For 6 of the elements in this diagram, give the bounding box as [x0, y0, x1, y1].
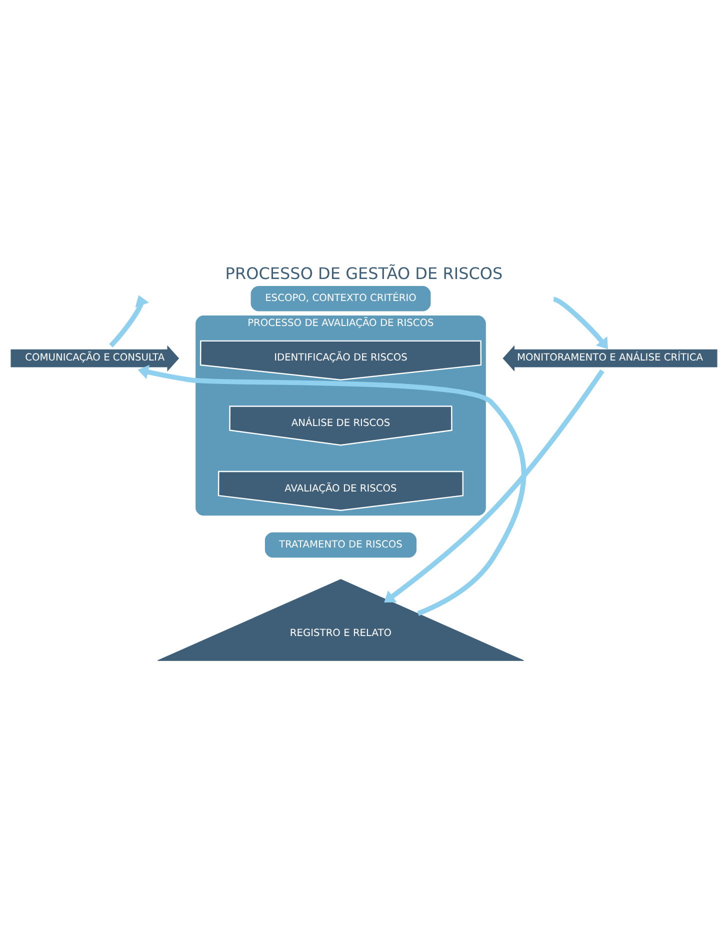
diagram-title: PROCESSO DE GESTÃO DE RISCOS [225, 263, 503, 282]
arrow [138, 364, 526, 616]
node-box: TRATAMENTO DE RISCOS [264, 532, 417, 558]
node-box: ESCOPO, CONTEXTO CRITÉRIO [250, 285, 431, 311]
arrow [109, 294, 150, 347]
arrow [552, 296, 608, 349]
